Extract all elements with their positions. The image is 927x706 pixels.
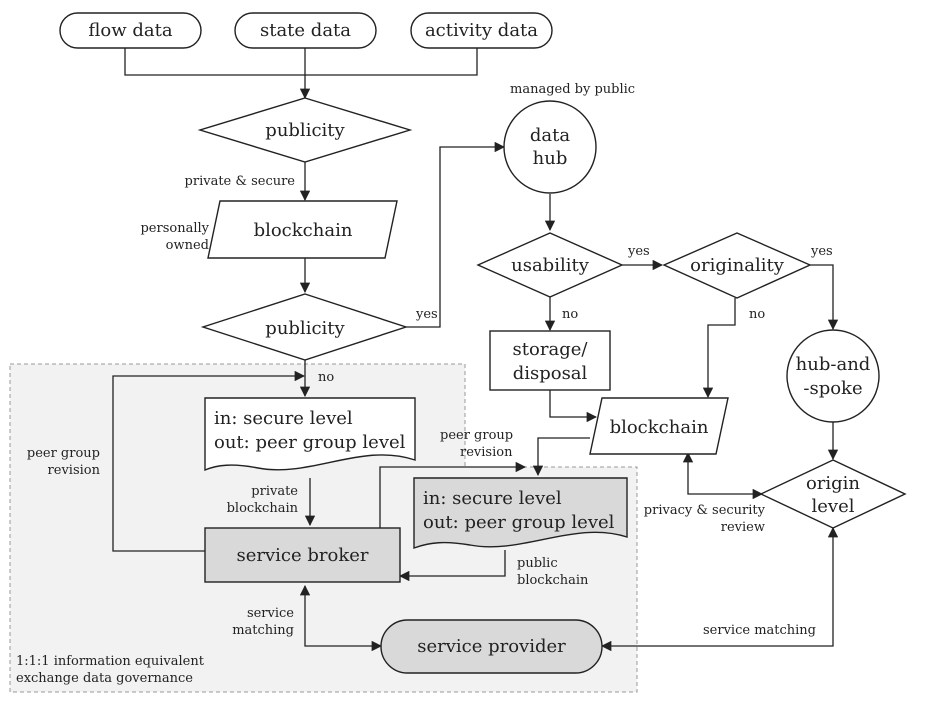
decision-publicity-1: publicity (197, 97, 413, 163)
label-service-matching-left-2: matching (232, 623, 294, 638)
decision-origin-level: origin level (759, 459, 907, 529)
node-service-provider: service provider (380, 619, 603, 674)
node-service-broker: service broker (204, 527, 401, 583)
decision-publicity-2-label: publicity (265, 318, 345, 339)
label-managed-by-public: managed by public (510, 82, 635, 97)
label-public-blockchain-1: public (517, 556, 558, 571)
decision-originality: originality (662, 232, 812, 299)
node-storage-disposal: storage/ disposal (489, 330, 611, 391)
label-public-blockchain-2: blockchain (517, 573, 589, 588)
label-peer-group-right-1: peer group (440, 428, 513, 443)
edges (112, 48, 839, 652)
node-hub-and-spoke: hub-and -spoke (786, 329, 880, 423)
node-document-2: in: secure level out: peer group level (413, 477, 628, 550)
decision-usability-label: usability (511, 255, 590, 276)
label-peer-group-left-2: revision (48, 463, 101, 478)
label-private-blockchain-1: private (251, 484, 298, 499)
label-peer-group-left-1: peer group (27, 446, 100, 461)
label-privacy-security-2: review (721, 520, 765, 535)
decision-originality-label: originality (690, 255, 785, 276)
decision-origin-level-label-2: level (812, 496, 855, 517)
label-no-usability: no (562, 307, 578, 322)
node-storage-label-1: storage/ (513, 339, 589, 360)
node-state-data: state data (234, 12, 377, 49)
node-document-1-line-2: out: peer group level (214, 432, 406, 453)
label-peer-group-right-2: revision (460, 445, 513, 460)
node-document-2-line-1: in: secure level (423, 488, 562, 509)
node-blockchain-1: blockchain (207, 200, 398, 259)
label-yes-usability: yes (627, 244, 650, 259)
node-storage-label-2: disposal (513, 363, 588, 384)
decision-usability: usability (476, 232, 624, 298)
node-flow-data-label: flow data (88, 20, 172, 41)
node-activity-data: activity data (410, 12, 553, 49)
node-activity-data-label: activity data (425, 20, 538, 41)
label-privacy-security-1: privacy & security (644, 503, 766, 518)
node-service-provider-label: service provider (417, 636, 566, 657)
node-hub-and-spoke-label-2: -spoke (803, 378, 862, 399)
label-service-matching-right: service matching (703, 623, 816, 638)
decision-origin-level-label-1: origin (806, 473, 860, 494)
node-hub-and-spoke-label-1: hub-and (796, 354, 871, 375)
label-no-publicity: no (318, 370, 334, 385)
node-document-1-line-1: in: secure level (214, 408, 353, 429)
node-blockchain-2-label: blockchain (610, 417, 709, 438)
label-governance-1: 1:1:1 information equivalent (16, 654, 205, 669)
node-service-broker-label: service broker (236, 545, 368, 566)
decision-publicity-2: publicity (200, 293, 409, 361)
node-data-hub-label-2: hub (533, 148, 568, 169)
label-yes-originality: yes (810, 244, 833, 259)
label-owned: owned (166, 238, 209, 253)
node-blockchain-1-label: blockchain (254, 220, 353, 241)
label-governance-2: exchange data governance (16, 671, 193, 686)
node-blockchain-2: blockchain (589, 397, 729, 455)
node-data-hub: data hub (503, 100, 597, 194)
label-yes-publicity: yes (415, 307, 438, 322)
node-document-1: in: secure level out: peer group level (204, 397, 416, 472)
node-document-2-line-2: out: peer group level (423, 512, 615, 533)
node-data-hub-label-1: data (530, 125, 570, 146)
node-flow-data: flow data (59, 12, 202, 49)
label-no-originality: no (749, 307, 765, 322)
label-private-secure: private & secure (185, 174, 296, 189)
edge-labels: managed by public private & secure perso… (16, 82, 833, 686)
decision-publicity-1-label: publicity (265, 120, 345, 141)
label-service-matching-left-1: service (247, 606, 294, 621)
node-state-data-label: state data (260, 20, 351, 41)
label-personally: personally (140, 221, 209, 236)
label-private-blockchain-2: blockchain (227, 501, 299, 516)
